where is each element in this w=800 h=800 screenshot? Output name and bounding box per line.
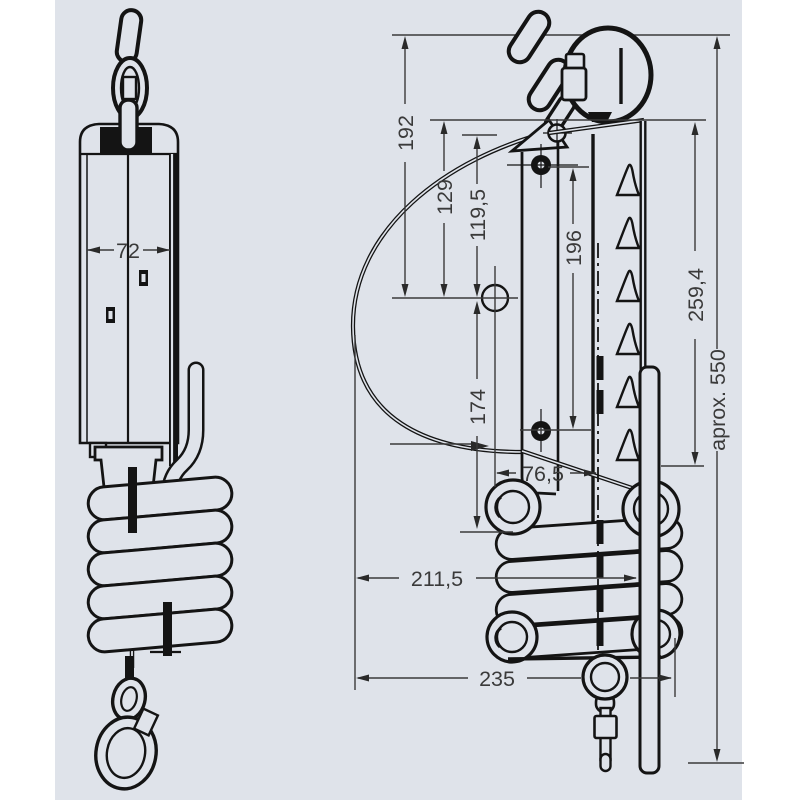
dim-72: 72: [87, 239, 170, 263]
front-snap-hook: [94, 676, 160, 791]
dim-192-label: 192: [394, 115, 418, 151]
dim-129: 129: [433, 121, 457, 297]
dim-259-4: 259,4: [684, 122, 708, 465]
dim-76-5-label: 76,5: [522, 462, 564, 486]
side-swivel-stud: [507, 653, 662, 773]
side-cable-arc: [350, 128, 553, 455]
dimension-annotations: 72 192 129 119,5 196: [87, 36, 744, 764]
front-chain: [111, 8, 149, 152]
dim-235-label: 235: [479, 667, 515, 691]
dim-211-5: 211,5: [356, 567, 637, 591]
dim-72-label: 72: [116, 239, 140, 263]
front-housing-lines: [86, 154, 178, 466]
dim-174-label: 174: [466, 389, 490, 425]
side-carabiner: [560, 25, 654, 125]
dim-76-5: 76,5: [496, 462, 597, 486]
dim-550: aprox. 550: [706, 36, 730, 762]
dim-119-5: 119,5: [466, 136, 490, 297]
dim-196: 196: [562, 168, 586, 429]
dim-259-4-label: 259,4: [684, 268, 708, 322]
dim-192: 192: [394, 36, 418, 297]
dim-119-5-label: 119,5: [466, 189, 490, 241]
front-spring-coil: [86, 475, 234, 654]
dim-550-label: aprox. 550: [706, 349, 730, 451]
dim-174: 174: [466, 301, 490, 529]
sawtooth-fins: [615, 163, 641, 462]
side-centerline: [596, 243, 604, 670]
side-view: [350, 9, 684, 775]
side-guide-rod: [638, 365, 661, 775]
dim-235: 235: [356, 667, 672, 691]
dim-129-label: 129: [433, 179, 457, 215]
dim-196-label: 196: [562, 230, 586, 266]
front-view: [78, 8, 234, 791]
side-mounting-holes: [480, 144, 578, 452]
dim-211-5-label: 211,5: [411, 567, 463, 591]
